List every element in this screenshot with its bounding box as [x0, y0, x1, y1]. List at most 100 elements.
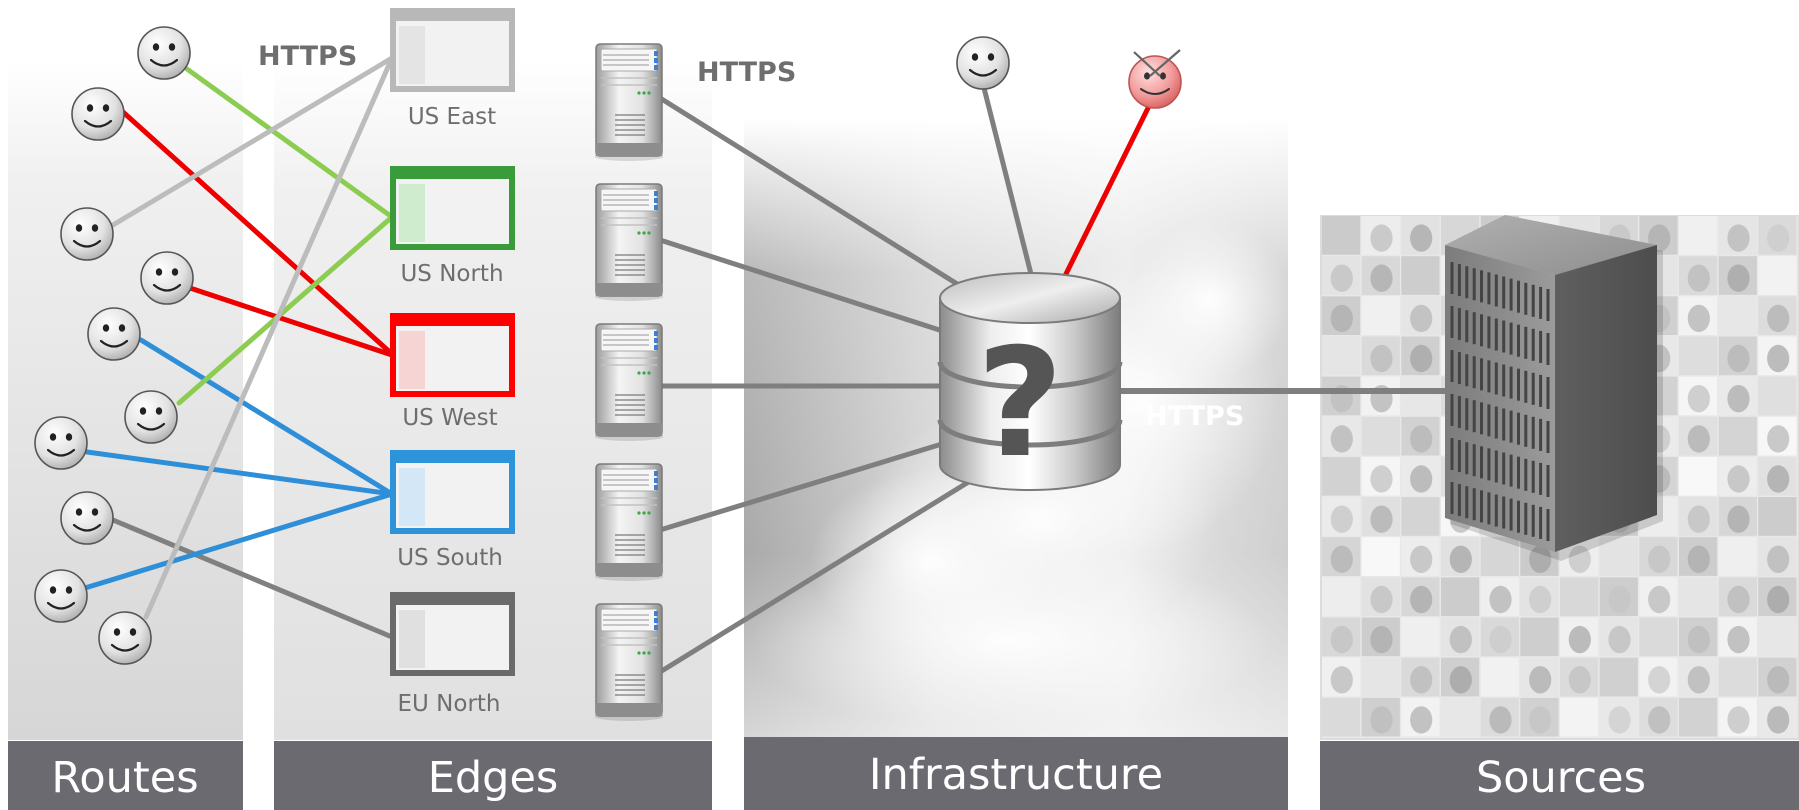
mosaic-face [1330, 505, 1353, 533]
mosaic-tile [1361, 657, 1400, 697]
smiley-face-icon [60, 491, 114, 545]
smiley-face-icon [140, 251, 194, 305]
edge-us-east: US East [390, 8, 515, 130]
mosaic-face [1529, 585, 1552, 614]
mosaic-face [1727, 706, 1750, 734]
mosaic-face [1767, 545, 1790, 573]
browser-window-icon [390, 166, 515, 250]
mosaic-face [1410, 585, 1433, 614]
mosaic-face [1648, 545, 1671, 573]
infrastructure-label: Infrastructure [869, 750, 1163, 800]
edges-label-bar [274, 741, 712, 810]
mosaic-face [1648, 666, 1671, 694]
mosaic-tile [1679, 336, 1718, 376]
edge-us-west: US West [390, 313, 515, 431]
mosaic-face [1370, 465, 1393, 493]
server-icon [595, 463, 663, 581]
mosaic-tile [1322, 216, 1361, 255]
sources-label-bar [1320, 741, 1799, 810]
mosaic-face [1687, 625, 1710, 654]
server-icon [595, 323, 663, 441]
browser-window-icon [390, 313, 515, 397]
mosaic-tile [1758, 497, 1797, 536]
mosaic-face [1767, 344, 1790, 373]
smiley-face-icon [98, 611, 152, 665]
region-label: US South [397, 545, 503, 571]
angry-face-icon [1128, 49, 1182, 109]
route-line [120, 109, 395, 357]
mosaic-face [1410, 224, 1433, 252]
mosaic-face [1767, 425, 1790, 453]
mosaic-tile [1520, 617, 1559, 657]
mosaic-face [1687, 545, 1710, 573]
mosaic-tile [1560, 697, 1599, 737]
mosaic-face [1687, 666, 1710, 694]
user-connection-line [980, 81, 1036, 285]
mosaic-tile [1322, 456, 1361, 496]
edges-label: Edges [428, 753, 559, 803]
rack-slots [1450, 262, 1550, 541]
smiley-face-icon [34, 569, 88, 623]
smiley-face-icon [137, 26, 191, 80]
mosaic-face [1727, 585, 1750, 614]
mosaic-face [1370, 505, 1393, 533]
mosaic-face [1370, 625, 1393, 654]
route-line [143, 55, 395, 620]
mosaic-face [1489, 706, 1512, 734]
mosaic-face [1410, 465, 1433, 493]
mosaic-face [1767, 465, 1790, 493]
mosaic-face [1330, 304, 1353, 333]
mosaic-face [1727, 465, 1750, 493]
route-line [84, 449, 395, 497]
mosaic-face [1370, 224, 1393, 252]
mosaic-face [1330, 625, 1353, 654]
mosaic-face [1410, 304, 1433, 333]
server-rack-icon [1445, 215, 1663, 561]
server-icon [595, 43, 663, 161]
smiley-face-icon [71, 87, 125, 141]
mosaic-face [1410, 666, 1433, 694]
mosaic-tile [1758, 617, 1797, 657]
mosaic-tile [1679, 697, 1718, 737]
mosaic-tile [1718, 416, 1757, 456]
mosaic-face [1568, 666, 1591, 694]
mosaic-face [1687, 385, 1710, 413]
connection-line [657, 237, 958, 338]
route-line [110, 517, 395, 640]
routes-label-bar [8, 741, 243, 810]
edge-us-south: US South [390, 450, 515, 571]
smiley-face-icon [956, 36, 1010, 90]
mosaic-tile [1480, 657, 1519, 697]
mosaic-face [1687, 425, 1710, 453]
mosaic-face [1727, 625, 1750, 654]
mosaic-face [1449, 666, 1472, 694]
mosaic-tile [1361, 537, 1400, 576]
connection-line [657, 95, 973, 295]
mosaic-face [1767, 706, 1790, 734]
mosaic-face [1410, 706, 1433, 734]
mosaic-face [1727, 385, 1750, 413]
database-question-mark: ? [976, 317, 1063, 491]
connection-line [657, 475, 978, 675]
mosaic-face [1767, 666, 1790, 694]
mosaic-face [1608, 706, 1631, 734]
mosaic-face [1608, 585, 1631, 614]
edge-eu-north: EU North [390, 592, 515, 717]
mosaic-face [1727, 344, 1750, 373]
mosaic-tile [1322, 336, 1361, 376]
mosaic-tile [1718, 657, 1757, 697]
route-line [184, 66, 395, 220]
mosaic-face [1568, 625, 1591, 654]
database-icon: ? [937, 272, 1123, 491]
region-label: US East [408, 104, 496, 130]
mosaic-tile [1322, 697, 1361, 737]
mosaic-face [1489, 625, 1512, 654]
mosaic-face [1410, 425, 1433, 453]
server-connections [657, 95, 978, 675]
mosaic-face [1370, 264, 1393, 292]
infrastructure-label-bar [744, 737, 1288, 810]
mosaic-face [1568, 545, 1591, 573]
mosaic-tile [1718, 296, 1757, 335]
browser-window-icon [390, 450, 515, 534]
